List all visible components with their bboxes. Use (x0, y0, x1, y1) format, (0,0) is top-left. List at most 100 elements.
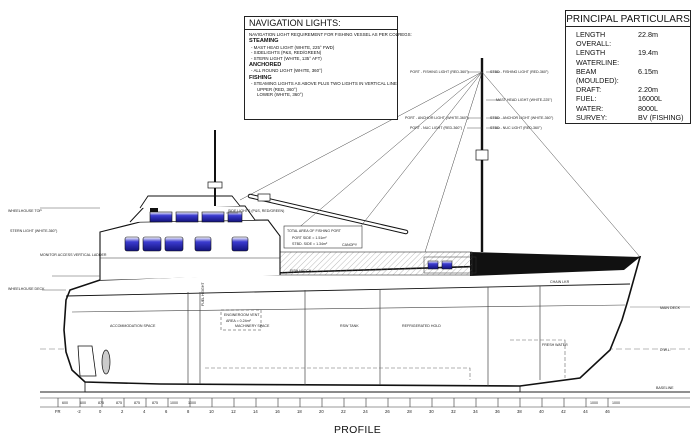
frame-label: 18 (297, 409, 302, 414)
fishing-line: - STEAMING LIGHTS AS ABOVE PLUS TWO LIGH… (251, 81, 397, 87)
steaming-line: - STERN LIGHT (WHITE, 135° AFT) (251, 55, 322, 61)
callout-port-fishing: PORT - FISHING LIGHT (RED-360°) (410, 70, 469, 74)
particulars-key: FUEL: (576, 94, 597, 104)
frame-label: 34 (473, 409, 478, 414)
wheelhouse-windows (124, 211, 453, 270)
particulars-row: WATER: 8000L (576, 104, 684, 113)
callout-total-area: TOTAL AREA OF FISHING PORT (287, 229, 342, 233)
frame-dimension: 875 (152, 401, 158, 405)
label-rsw-tank: RSW TANK (340, 324, 359, 328)
frame-label: 22 (341, 409, 346, 414)
frame-dimension: 875 (134, 401, 140, 405)
particulars-key: LENGTH WATERLINE: (576, 48, 620, 67)
frame-label: 16 (275, 409, 280, 414)
frame-dimension: 875 (98, 401, 104, 405)
callout-chain-locker: CHAIN LKR (550, 280, 570, 284)
frame-dimension: 1000 (170, 401, 178, 405)
fishing-heading: FISHING (249, 74, 272, 81)
steaming-line: - MAST HEAD LIGHT (WHITE, 225° FWD) (251, 44, 335, 50)
steaming-line: - SIDELIGHTS (P&S, RED/GREEN) (251, 50, 322, 56)
particulars-value: BV (FISHING) (638, 112, 684, 122)
particulars-key: WATER: (576, 103, 604, 113)
frame-dimension: 1000 (188, 401, 196, 405)
label-fresh-water: FRESH WATER (542, 343, 568, 347)
fish-hatch-box (423, 256, 477, 274)
particulars-row: LENGTH WATERLINE: 19.4m (576, 48, 684, 66)
label-engine-area: AREA = 0.24m² (226, 319, 252, 323)
fishing-line: LOWER (WHITE, 360°) (257, 92, 303, 98)
label-fuel-height: FUEL HEIGHT (201, 282, 205, 306)
steaming-heading: STEAMING (249, 38, 279, 45)
particulars-value: 16000L (638, 94, 662, 104)
frame-label: 46 (605, 409, 610, 414)
anchored-heading: ANCHORED (249, 62, 282, 69)
frame-label: 0 (99, 409, 102, 414)
callout-main-deck: MAIN DECK (660, 306, 681, 310)
particulars-row: SURVEY: BV (FISHING) (576, 113, 684, 122)
callout-stbd-fishing: STBD - FISHING LIGHT (RED-360°) (490, 70, 548, 74)
frame-dimension: 875 (116, 401, 122, 405)
callout-stbd-anchor: STBD - ANCHOR LIGHT (WHITE-360°) (490, 116, 553, 120)
particulars-value: 6.15m (638, 66, 658, 76)
frame-label: 42 (561, 409, 566, 414)
label-refrigerated-hold: REFRIGERATED HOLD (402, 324, 441, 328)
frame-label: 8 (187, 409, 190, 414)
callout-stbd-side: STBD. SIDE = 1.34m² (292, 242, 328, 246)
frame-label: 36 (495, 409, 500, 414)
particulars-key: DRAFT: (576, 85, 602, 95)
frame-label: 40 (539, 409, 544, 414)
frame-label: 28 (407, 409, 412, 414)
frame-label: 30 (429, 409, 434, 414)
frame-label: 12 (231, 409, 236, 414)
frame-label: 38 (517, 409, 522, 414)
callout-masthead: MAST HEAD LIGHT (WHITE-225°) (496, 98, 552, 102)
particulars-key: SURVEY: (576, 112, 608, 122)
nav-lights-title: NAVIGATION LIGHTS: (245, 17, 397, 30)
frame-dimension: 600 (62, 401, 68, 405)
particulars-value: 8000L (638, 103, 658, 113)
hull (63, 251, 642, 393)
callout-port-anchor: PORT - ANCHOR LIGHT (WHITE-360°) (405, 116, 469, 120)
navigation-lights-panel: NAVIGATION LIGHTS: NAVIGATION LIGHT REQU… (244, 16, 412, 120)
callout-monitor-access: MONITOR ACCESS VERTICAL LADDER (40, 253, 107, 257)
particulars-row: LENGTH OVERALL: 22.8m (576, 30, 684, 48)
frame-label: 4 (143, 409, 146, 414)
callout-wheelhouse-deck: WHEELHOUSE DECK (8, 287, 45, 291)
particulars-value: 2.20m (638, 85, 658, 95)
frame-label: FR (55, 409, 61, 414)
mast-and-rigging (150, 58, 641, 258)
label-baseline: BASELINE (656, 386, 674, 390)
particulars-title: PRINCIPAL PARTICULARS (566, 11, 690, 27)
particulars-row: BEAM (MOULDED): 6.15m (576, 67, 684, 85)
fishing-port-box (283, 225, 363, 249)
particulars-key: LENGTH OVERALL: (576, 30, 612, 49)
callout-port-side: PORT SIDE = 1.51m² (292, 236, 327, 240)
engine-vent-box (220, 309, 262, 331)
frame-label: 32 (451, 409, 456, 414)
particulars-value: 19.4m (638, 48, 658, 58)
particulars-key: BEAM (MOULDED): (576, 66, 619, 86)
callout-stern-light: STERN LIGHT (WHITE-360°) (10, 229, 57, 233)
callout-wheelhouse-top: WHEELHOUSE TOP (8, 209, 42, 213)
frame-ruler (40, 397, 690, 408)
anchored-line: - ALL ROUND LIGHT (WHITE, 360°) (251, 68, 323, 74)
particulars-value: 22.8m (638, 30, 658, 39)
frame-label: 26 (385, 409, 390, 414)
callout-stbd-nuc: STBD - NUC LIGHT (RED-360°) (490, 126, 542, 130)
particulars-row: FUEL: 16000L (576, 94, 684, 103)
frame-dimension: 600 (80, 401, 86, 405)
callout-canopy: CANOPY (342, 243, 358, 247)
label-engine-vent: ENGINEROOM VENT (224, 313, 260, 317)
forward-dimension: 1000 (612, 401, 620, 405)
frame-label: 20 (319, 409, 324, 414)
frame-label: 6 (165, 409, 168, 414)
frame-label: -2 (77, 409, 81, 414)
callout-fish-hatch: FISH HATCH (290, 269, 312, 273)
nav-lights-intro: NAVIGATION LIGHT REQUIREMENT FOR FISHING… (249, 32, 412, 37)
frame-label: 24 (363, 409, 368, 414)
callout-port-nuc: PORT - NUC LIGHT (RED-360°) (410, 126, 462, 130)
drawing-title: PROFILE (334, 424, 382, 436)
